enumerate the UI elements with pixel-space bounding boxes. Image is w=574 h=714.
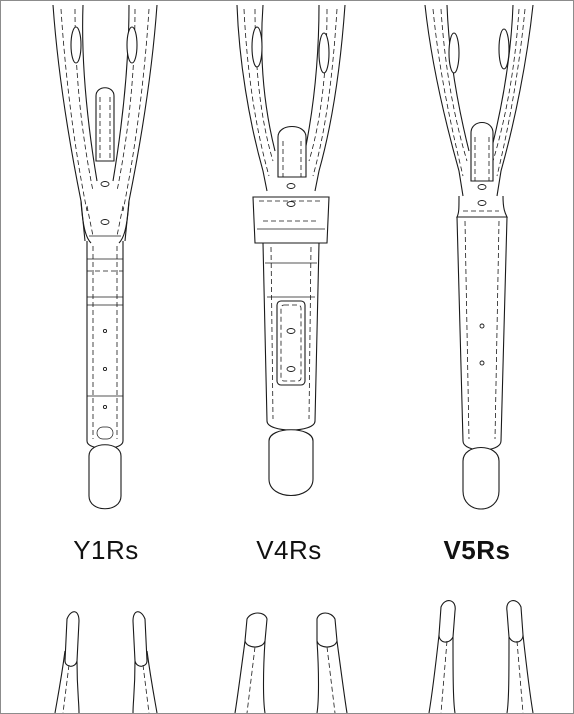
stem-drawing-v4rs <box>236 4 346 497</box>
model-label-v5rs: V5Rs <box>443 535 511 565</box>
model-label-v4rs: V4Rs <box>256 535 322 565</box>
partial-drawing-middle <box>234 612 348 713</box>
stem-drawing-v5rs <box>424 4 534 510</box>
model-label-y1rs: Y1Rs <box>73 535 139 565</box>
partial-drawing-right <box>428 600 534 713</box>
stem-drawing-y1rs <box>52 4 158 510</box>
partial-drawing-left <box>54 611 158 713</box>
